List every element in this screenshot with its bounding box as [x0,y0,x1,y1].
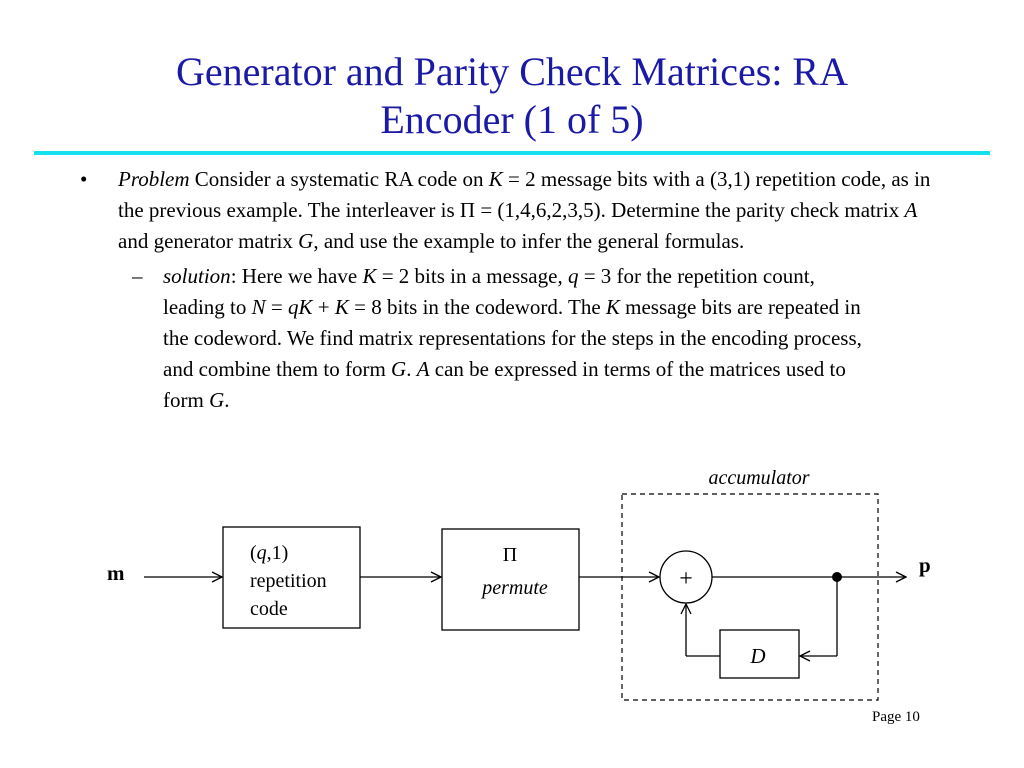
solution-text-6: = 8 bits in the codeword. The [348,295,606,319]
sub-bullet-marker: – [132,264,143,288]
solution-text-5: + [312,295,335,319]
solution-var-qK: qK [288,295,313,319]
solution-var-G: G [209,388,225,412]
problem-text-2: = 2 message bits with a (3,1) repetition… [118,167,931,222]
slide-title-line-1: Generator and Parity Check Matrices: RA [175,49,848,94]
permute-box [441,528,580,631]
solution-var-G: G [391,357,407,381]
solution-var-A: A [416,357,430,381]
title-divider [34,151,990,155]
slide-title-line-2: Encoder (1 of 5) [380,97,644,142]
problem-bullet: • Problem Consider a systematic RA code … [70,164,950,257]
problem-var-K: K [488,167,503,191]
accumulator-label: accumulator [708,467,809,489]
solution-text-3: = 3 for the repetition count, leading to [163,264,815,319]
repetition-box-line-2: repetition [250,570,327,592]
permute-symbol: Π [503,544,517,566]
solution-text-8: . [406,357,417,381]
delay-label: D [749,644,765,668]
solution-text-1: : Here we have [230,264,363,288]
problem-label: Problem [118,167,190,191]
rep-open-paren: ( [250,542,257,564]
permute-label: permute [480,577,548,599]
accumulator-boundary [621,493,879,701]
solution-text-2: = 2 bits in a message, [376,264,568,288]
adder-symbol: + [679,566,693,592]
problem-text-4: , and use the example to infer the gener… [313,229,745,253]
solution-var-K: K [605,295,620,319]
output-label-p: p [919,553,931,577]
solution-text-10: . [224,388,230,412]
solution-var-q: q [567,264,579,288]
solution-text-4: = [265,295,289,319]
problem-var-G: G [298,229,314,253]
problem-var-A: A [904,198,918,222]
repetition-box-line-1: (q,1) [250,542,288,564]
problem-text-1: Consider a systematic RA code on [189,167,489,191]
solution-label: solution [163,264,231,288]
solution-text-9: can be expressed in terms of the matrice… [163,357,846,412]
solution-var-K: K [334,295,349,319]
bullet-marker: • [80,167,88,191]
solution-var-K: K [362,264,377,288]
input-label-m: m [107,561,125,585]
problem-text-3: and generator matrix [118,229,299,253]
rep-var-q: q [257,542,267,564]
repetition-box-line-3: code [250,598,288,620]
delay-box [719,629,800,679]
solution-var-N: N [251,295,266,319]
repetition-code-box [222,526,361,629]
rep-rest: ,1) [267,542,289,564]
solution-text-7: message bits are repeated in the codewor… [163,295,862,381]
slide-body: • Problem Consider a systematic RA code … [70,164,950,416]
page-number: Page 10 [872,709,920,725]
slide-title: Generator and Parity Check Matrices: RA … [60,48,964,144]
solution-bullet: – solution: Here we have K = 2 bits in a… [70,261,863,416]
